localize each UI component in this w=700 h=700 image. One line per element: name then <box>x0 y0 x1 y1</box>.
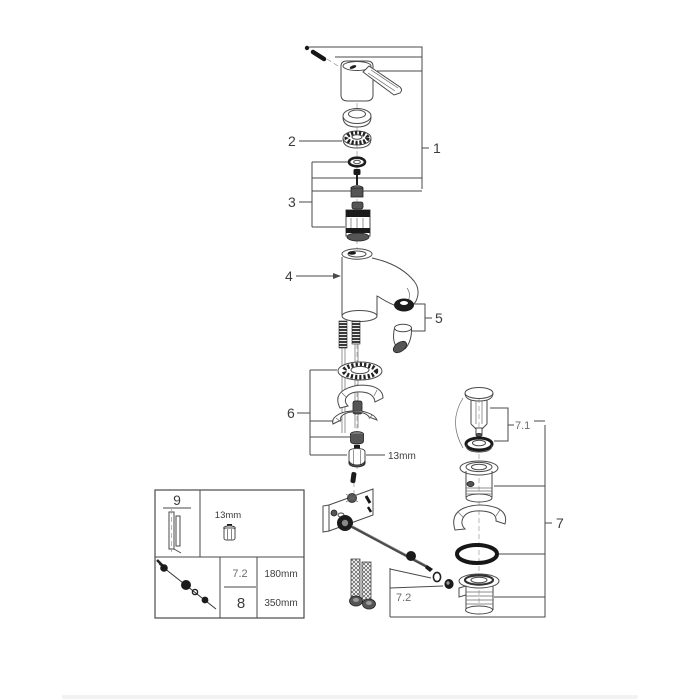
waste-o-ring <box>455 543 499 565</box>
cartridge-assembly <box>345 169 371 242</box>
callout-7-1: 7.1 <box>515 420 530 432</box>
handle-assembly <box>304 45 402 168</box>
horseshoe-washer <box>337 384 384 409</box>
legend-length-180: 180mm <box>264 569 297 580</box>
pop-up-rod-assembly <box>322 472 454 610</box>
callout-1: 1 <box>433 140 441 156</box>
aerator <box>394 323 412 333</box>
aerator-assembly <box>392 298 414 354</box>
callout-5: 5 <box>435 310 443 326</box>
legend-length-350: 350mm <box>264 598 297 609</box>
mounting-plate <box>328 488 374 532</box>
legend-item-9: 9 <box>173 492 181 508</box>
callout-labels: 1 2 3 4 5 6 7 7.1 7.2 13mm <box>285 133 564 604</box>
lever-arm <box>362 65 402 96</box>
waste-clamp <box>453 504 507 531</box>
callout-2: 2 <box>288 133 296 149</box>
drain-plug-assembly <box>464 387 494 453</box>
legend-ref-7-2: 7.2 <box>232 568 247 580</box>
callout-lines <box>296 46 552 618</box>
cartridge-screw-icon <box>353 169 361 175</box>
legend-table <box>154 489 305 619</box>
rod-screw-icon <box>350 472 357 484</box>
legend-wrench-size: 13mm <box>215 510 241 521</box>
flex-hose <box>361 561 372 603</box>
callout-6: 6 <box>287 405 295 421</box>
rod-washer <box>432 571 442 583</box>
wrench-size-label: 13mm <box>388 451 416 462</box>
cartridge-nut-icon <box>350 187 364 198</box>
callout-7-2: 7.2 <box>396 592 411 604</box>
fixing-bolt-icon <box>354 445 360 450</box>
faucet-body <box>338 248 419 433</box>
drain-waste-assembly <box>453 460 507 615</box>
mounting-clamp <box>332 410 378 425</box>
legend-labels: 9 13mm 7.2 180mm 8 350mm <box>173 492 298 612</box>
mounting-nut-icon <box>350 434 364 445</box>
legend-ref-8: 8 <box>237 595 245 612</box>
footer-bar <box>62 695 638 699</box>
flex-hose <box>350 558 361 600</box>
threaded-stud <box>351 320 361 345</box>
callout-3: 3 <box>288 194 296 210</box>
threaded-stud <box>338 320 348 349</box>
callout-4: 4 <box>285 268 293 284</box>
pop-up-plug <box>464 387 494 399</box>
mounting-assembly <box>332 361 384 468</box>
handle-screw-icon <box>304 45 310 51</box>
callout-7: 7 <box>556 515 564 531</box>
pop-up-rod <box>351 526 428 568</box>
